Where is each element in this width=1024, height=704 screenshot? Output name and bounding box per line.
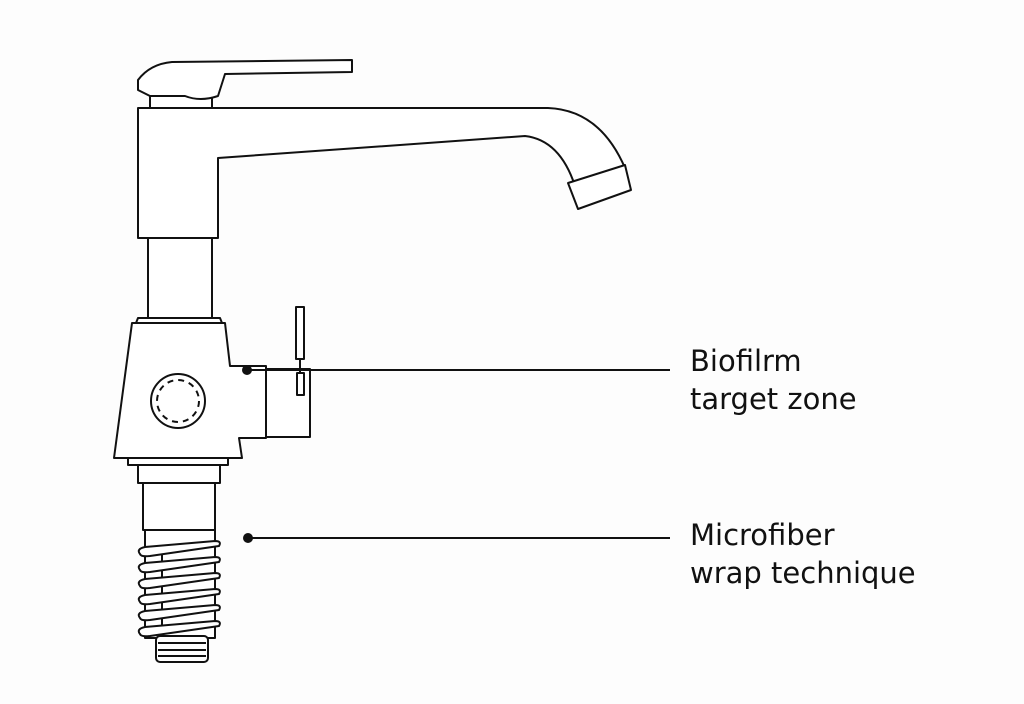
faucet-handle — [137, 59, 353, 109]
callout-biofilm-line2: target zone — [690, 382, 857, 416]
coil-loop — [137, 620, 221, 638]
coil-loop — [137, 588, 221, 606]
valve-body — [113, 306, 311, 459]
callout-label-microfiber: Microfiber wrap technique — [690, 516, 916, 592]
coil-loop — [137, 572, 221, 590]
coil-loop — [137, 556, 221, 574]
callout-label-biofilm: Biofilrm target zone — [690, 342, 857, 418]
callout-microfiber-line2: wrap technique — [690, 556, 916, 590]
callout-microfiber-line1: Microfiber — [690, 518, 835, 552]
microfiber-wrap-coils — [137, 540, 221, 638]
callout-biofilm-line1: Biofilrm — [690, 344, 802, 378]
callout-leaders — [242, 365, 670, 543]
aerator — [567, 164, 632, 210]
faucet-pillar — [147, 237, 213, 319]
dashed-circle — [156, 379, 200, 423]
coil-loop — [137, 604, 221, 622]
coil-loop — [137, 540, 221, 558]
pin — [295, 306, 305, 360]
faucet-spout — [137, 107, 632, 239]
